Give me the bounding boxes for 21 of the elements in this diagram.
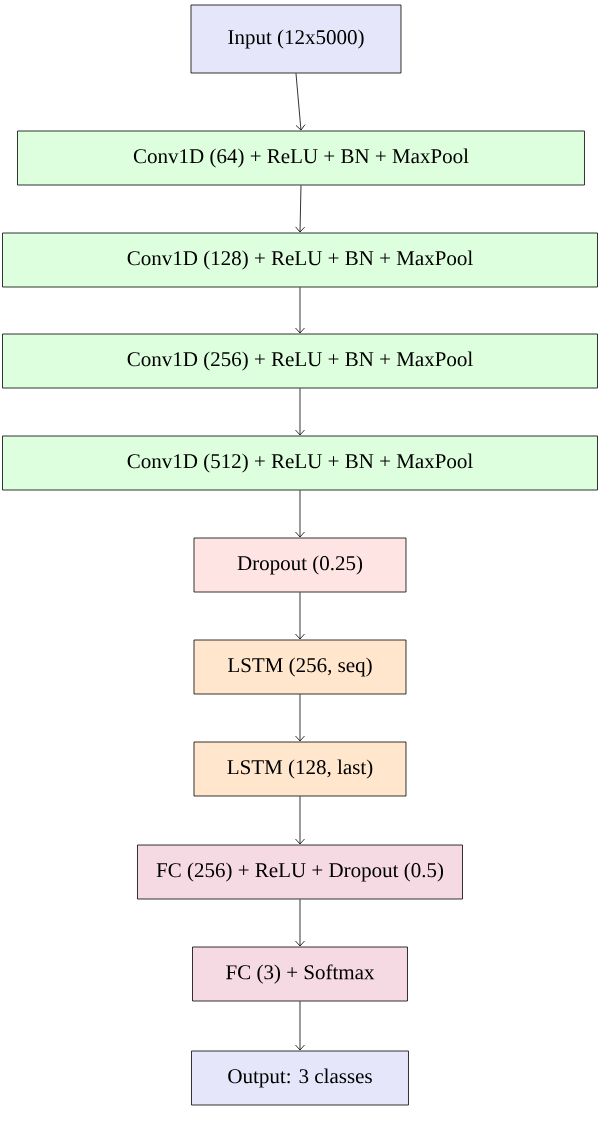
- arrow: [295, 796, 305, 845]
- fc-layer-box: FC (256) + ReLU + Dropout (0.5): [137, 844, 463, 900]
- arrow: [295, 185, 305, 233]
- lstm-box: LSTM (128, last): [193, 741, 407, 797]
- arrow: [295, 490, 305, 538]
- arrow: [295, 388, 305, 436]
- arrow: [295, 1001, 305, 1051]
- conv-layer-box: Conv1D (256) + ReLU + BN + MaxPool: [2, 333, 598, 389]
- dropout-box: Dropout (0.25): [193, 537, 407, 593]
- output-box: Output: 3 classes: [191, 1050, 409, 1106]
- input-box: Input (12x5000): [190, 4, 402, 74]
- conv-layer-box: Conv1D (64) + ReLU + BN + MaxPool: [17, 130, 585, 186]
- conv-layer-box: Conv1D (512) + ReLU + BN + MaxPool: [2, 435, 598, 491]
- fc-layer-box: FC (3) + Softmax: [192, 946, 408, 1002]
- arrow: [295, 592, 305, 640]
- conv-layer-box: Conv1D (128) + ReLU + BN + MaxPool: [2, 232, 598, 288]
- arrow: [295, 899, 305, 947]
- arrow: [295, 287, 305, 334]
- lstm-box: LSTM (256, seq): [193, 639, 407, 695]
- arrow: [295, 694, 305, 742]
- arrow: [295, 73, 306, 131]
